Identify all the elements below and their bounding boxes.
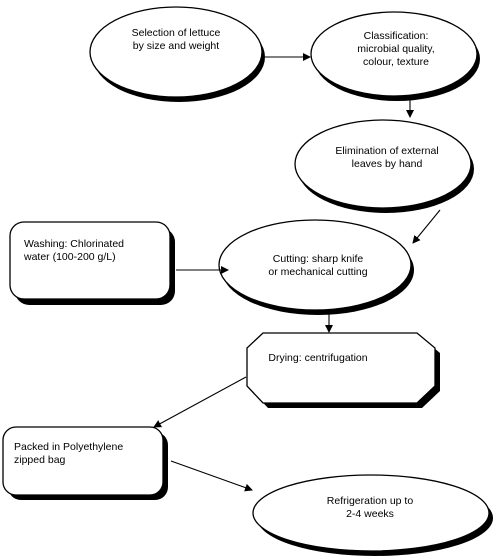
arrows <box>153 53 441 492</box>
node-classification-shape <box>310 11 478 97</box>
arrow-packed-to-refrigeration <box>170 460 253 492</box>
node-refrigeration-shape <box>252 474 490 552</box>
node-drying-shape <box>246 332 436 404</box>
node-classification-label: Classification: microbial quality, colou… <box>357 30 435 68</box>
node-refrigeration-label: Refrigeration up to 2-4 weeks <box>326 495 414 520</box>
node-cutting-label: Cutting: sharp knife or mechanical cutti… <box>268 253 368 278</box>
node-elimination-shape <box>294 119 472 209</box>
node-elimination-label: Elimination of external leaves by hand <box>335 145 439 170</box>
node-washing-shape <box>9 221 171 300</box>
node-drying-label: Drying: centrifugation <box>268 352 368 364</box>
arrow-drying-to-packed <box>153 376 247 428</box>
node-cutting-shape <box>218 219 412 311</box>
node-washing-label: Washing: Chlorinated water (100-200 g/L) <box>24 238 124 263</box>
node-selection-shape <box>89 6 263 98</box>
node-packed-label: Packed in Polyethylene zipped bag <box>14 441 124 466</box>
node-selection-label: Selection of lettuce by size and weight <box>131 27 221 52</box>
arrow-elimination-to-cutting <box>412 209 441 244</box>
node-shapes <box>2 6 490 552</box>
node-packed-shape <box>2 426 164 496</box>
